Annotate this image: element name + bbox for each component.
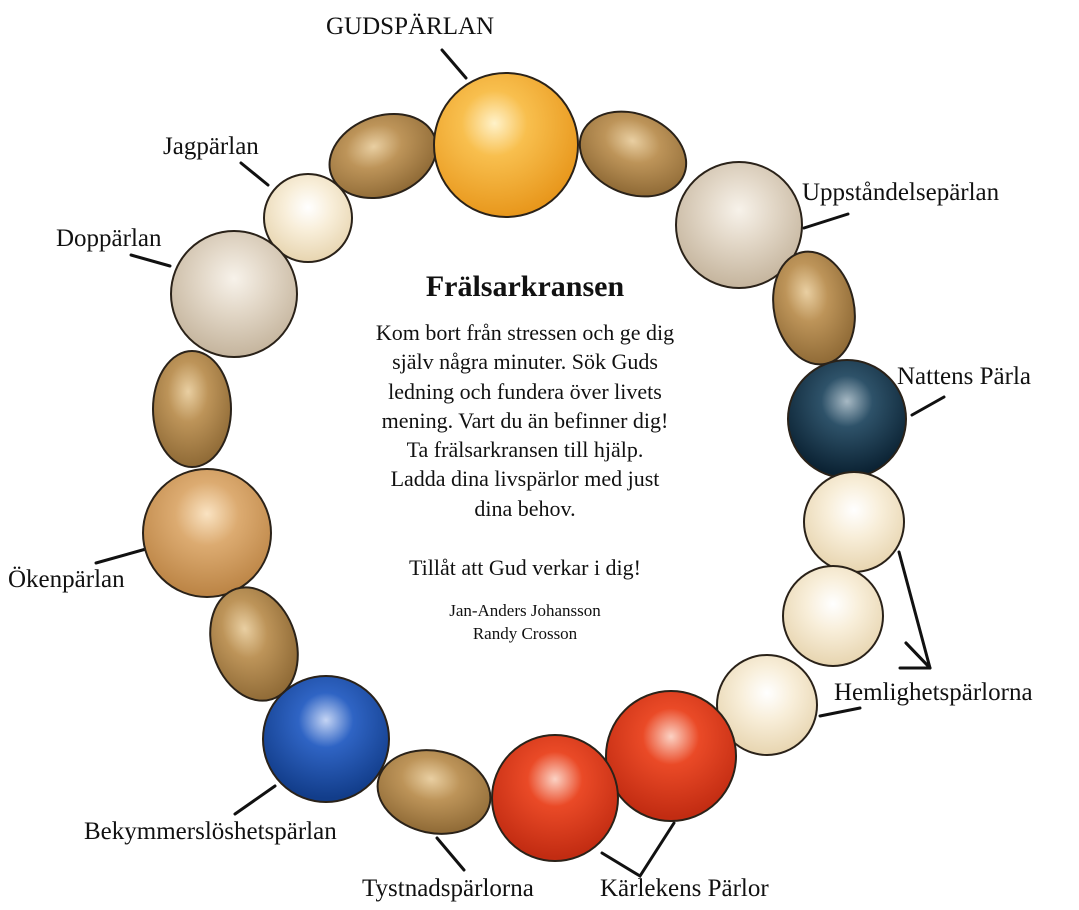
tan-oval-bead-right-upper (578, 110, 688, 198)
dopparlan-label: Doppärlan (56, 225, 162, 252)
authors: Jan-Anders Johansson Randy Crosson (300, 600, 750, 646)
okenparlan-leader-line (94, 547, 148, 565)
body-line: mening. Vart du än befinner dig! (381, 407, 669, 433)
jagparlan-leader-line (239, 161, 270, 187)
okenparlan-label: Ökenpärlan (8, 566, 125, 593)
body-line: Ladda dina livspärlor med just (390, 466, 660, 492)
karlekens-label: Kärlekens Pärlor (600, 875, 769, 902)
uppstandelse-label: Uppståndelsepärlan (802, 179, 1000, 206)
hemlighets-bead-1 (803, 471, 905, 573)
body-line: dina behov. (474, 495, 576, 521)
tan-oval-bead-left-mid (152, 350, 232, 468)
hemlighets-label: Hemlighetspärlorna (834, 679, 1033, 706)
karlekens-bead-2 (491, 734, 619, 862)
jagparlan-label: Jagpärlan (163, 133, 259, 160)
uppstandelse-leader-line (802, 212, 850, 230)
body-line: själv några minuter. Sök Guds (392, 349, 658, 375)
gudsparlan-bead (433, 72, 579, 218)
bekymmerslos-leader-line (233, 784, 277, 816)
bekymmerslos-label: Bekymmerslöshetspärlan (84, 818, 337, 845)
okenparlan-bead (142, 468, 272, 598)
author-name: Jan-Anders Johansson (449, 601, 601, 620)
body-line: ledning och fundera över livets (388, 378, 662, 404)
gudsparlan-label: GUDSPÄRLAN (326, 13, 495, 40)
center-text-block: Frälsarkransen Kom bort från stressen oc… (300, 270, 750, 646)
tystnad-leader-line (435, 836, 466, 872)
tystnad-bead (376, 749, 492, 835)
uppstandelse-bead (675, 161, 803, 289)
tan-oval-bead-left-lower (209, 586, 299, 702)
hemlighets-leader-line-4 (818, 706, 862, 718)
hemlighets-bead-2 (782, 565, 884, 667)
nattens-bead (787, 359, 907, 479)
jagparlan-bead (263, 173, 353, 263)
body-line: Kom bort från stressen och ge dig (375, 320, 675, 345)
page-title: Frälsarkransen (425, 270, 625, 303)
nattens-label: Nattens Pärla (897, 363, 1031, 390)
closing-line: Tillåt att Gud verkar i dig! (409, 554, 641, 580)
nattens-leader-line (910, 395, 946, 417)
tystnad-label: Tystnadspärlorna (362, 875, 534, 902)
karlekens-bead-1 (605, 690, 737, 822)
dopparlan-leader-line (129, 253, 172, 268)
hemlighets-leader-line-2 (904, 641, 932, 670)
gudsparlan-leader-line (440, 48, 468, 80)
hemlighets-bead-3 (716, 654, 818, 756)
dopparlan-bead (170, 230, 298, 358)
bekymmerslos-bead (262, 675, 390, 803)
body-line: Ta frälsarkransen till hjälp. (406, 437, 644, 462)
author-name: Randy Crosson (472, 623, 578, 643)
karlekens-leader-line (600, 821, 676, 879)
